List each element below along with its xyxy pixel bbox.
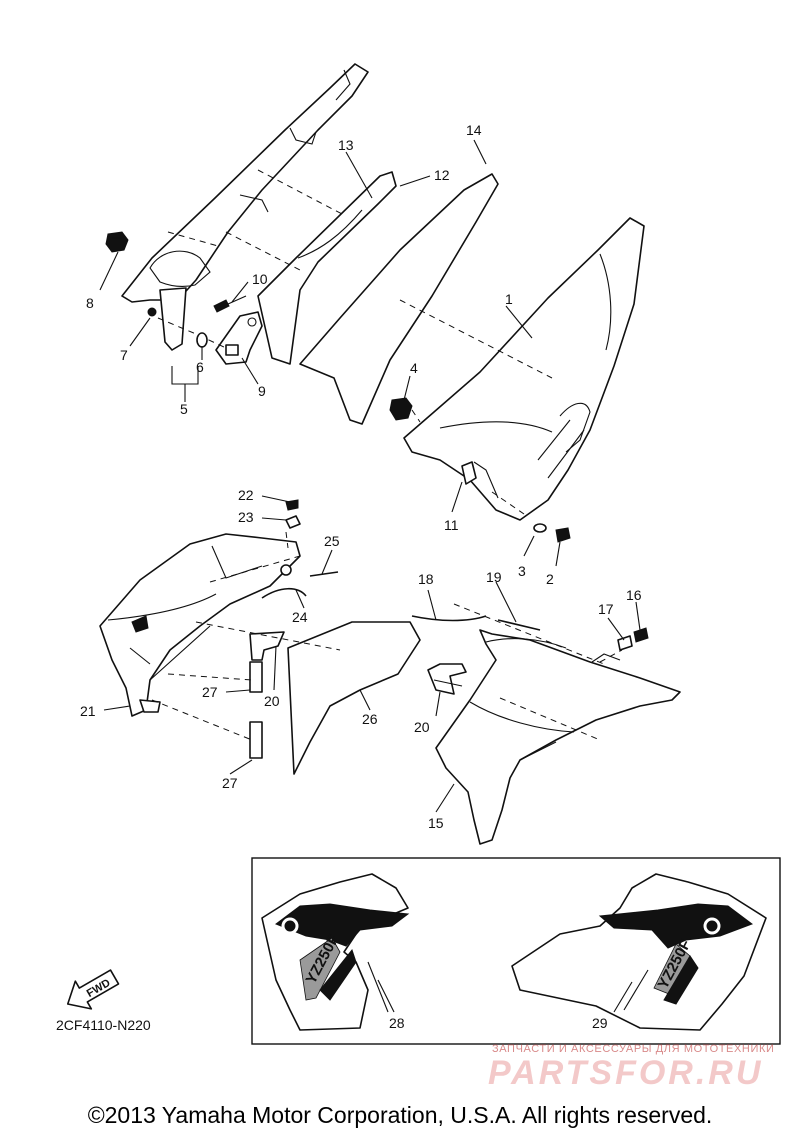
guide-line xyxy=(411,409,421,423)
bolt-2 xyxy=(555,527,571,543)
callout-11: 11 xyxy=(444,517,459,533)
callout-20-left: 20 xyxy=(264,693,280,709)
callout-29: 29 xyxy=(592,1015,608,1031)
watermark-logo: PARTSFOR.RU xyxy=(488,1054,764,1092)
guide-line xyxy=(225,231,301,271)
decal-28: YZ250F xyxy=(261,873,410,1031)
callouts: 14 13 12 1 10 8 7 6 5 9 4 11 3 2 22 23 2… xyxy=(80,122,642,831)
fwd-arrow-icon: FWD xyxy=(66,969,120,1010)
guide-line xyxy=(167,673,253,681)
guide-line xyxy=(151,699,253,741)
diagram-code: 2CF4110-N220 xyxy=(56,1017,151,1033)
callout-4: 4 xyxy=(410,360,418,376)
bolt-22 xyxy=(285,499,299,511)
callout-16: 16 xyxy=(626,587,642,603)
callout-8: 8 xyxy=(86,295,94,311)
callout-27-lower: 27 xyxy=(222,775,238,791)
screw-7 xyxy=(147,307,157,317)
guide-line xyxy=(157,317,227,349)
callout-27-upper: 27 xyxy=(202,684,218,700)
shroud-21 xyxy=(99,533,301,717)
callout-22: 22 xyxy=(238,487,254,503)
callout-26: 26 xyxy=(362,711,378,727)
callout-25: 25 xyxy=(324,533,340,549)
shroud-15 xyxy=(435,629,681,845)
callout-5: 5 xyxy=(180,401,188,417)
callout-18: 18 xyxy=(418,571,434,587)
sticker-27-lower xyxy=(249,721,263,759)
decal-box: YZ250F YZ250F 28 29 xyxy=(251,857,781,1045)
panel-13 xyxy=(257,171,397,365)
callout-13: 13 xyxy=(338,137,354,153)
guide-line xyxy=(453,603,605,665)
callout-23: 23 xyxy=(238,509,254,525)
callout-12: 12 xyxy=(434,167,450,183)
panel-26 xyxy=(287,621,421,775)
bolt-10 xyxy=(213,295,247,313)
callout-2: 2 xyxy=(546,571,554,587)
callout-6: 6 xyxy=(196,359,204,375)
trim-18 xyxy=(411,615,487,622)
callout-20-right: 20 xyxy=(414,719,430,735)
watermark-tagline: ЗАПЧАСТИ И АКСЕССУАРЫ ДЛЯ МОТОТЕХНИКИ xyxy=(492,1043,775,1055)
grommet-4 xyxy=(389,397,413,421)
sticker-27-upper xyxy=(249,661,263,693)
trim-19 xyxy=(497,619,541,631)
guide-line xyxy=(195,621,341,651)
trim-24 xyxy=(261,587,307,599)
guide-line xyxy=(257,169,343,215)
leader-lines xyxy=(99,139,641,813)
callout-10: 10 xyxy=(252,271,268,287)
washer xyxy=(280,564,292,576)
side-cover-frame xyxy=(121,63,369,351)
guide-line xyxy=(167,231,219,247)
leader-29 xyxy=(613,981,633,1013)
bolt-16 xyxy=(633,627,649,643)
grommet-17 xyxy=(617,635,633,651)
callout-1: 1 xyxy=(505,291,513,307)
panel-14 xyxy=(299,173,499,425)
callout-24: 24 xyxy=(292,609,308,625)
guide-line xyxy=(599,649,623,663)
guide-line xyxy=(285,531,289,549)
damper-11 xyxy=(461,461,477,485)
callout-19: 19 xyxy=(486,569,502,585)
callout-21: 21 xyxy=(80,703,96,719)
callout-15: 15 xyxy=(428,815,444,831)
grommet-23 xyxy=(285,515,301,529)
decal-29: YZ250F xyxy=(511,873,767,1031)
pad-20-right xyxy=(427,663,467,695)
bracket-9 xyxy=(215,311,263,365)
washer-3 xyxy=(533,523,547,533)
guide-line xyxy=(499,697,601,741)
fwd-label: FWD xyxy=(85,977,113,1000)
pad-20-left xyxy=(249,631,285,661)
callout-9: 9 xyxy=(258,383,266,399)
collar-6 xyxy=(196,332,208,348)
copyright-notice: ©2013 Yamaha Motor Corporation, U.S.A. A… xyxy=(87,1102,713,1128)
callout-28: 28 xyxy=(389,1015,405,1031)
grommet-8 xyxy=(105,231,129,253)
leader-28 xyxy=(377,979,395,1013)
shroud-1 xyxy=(403,217,645,521)
trim-25 xyxy=(309,571,339,577)
callout-3: 3 xyxy=(518,563,526,579)
callout-17: 17 xyxy=(598,601,614,617)
guide-line xyxy=(209,555,301,583)
callout-7: 7 xyxy=(120,347,128,363)
callout-14: 14 xyxy=(466,122,482,138)
